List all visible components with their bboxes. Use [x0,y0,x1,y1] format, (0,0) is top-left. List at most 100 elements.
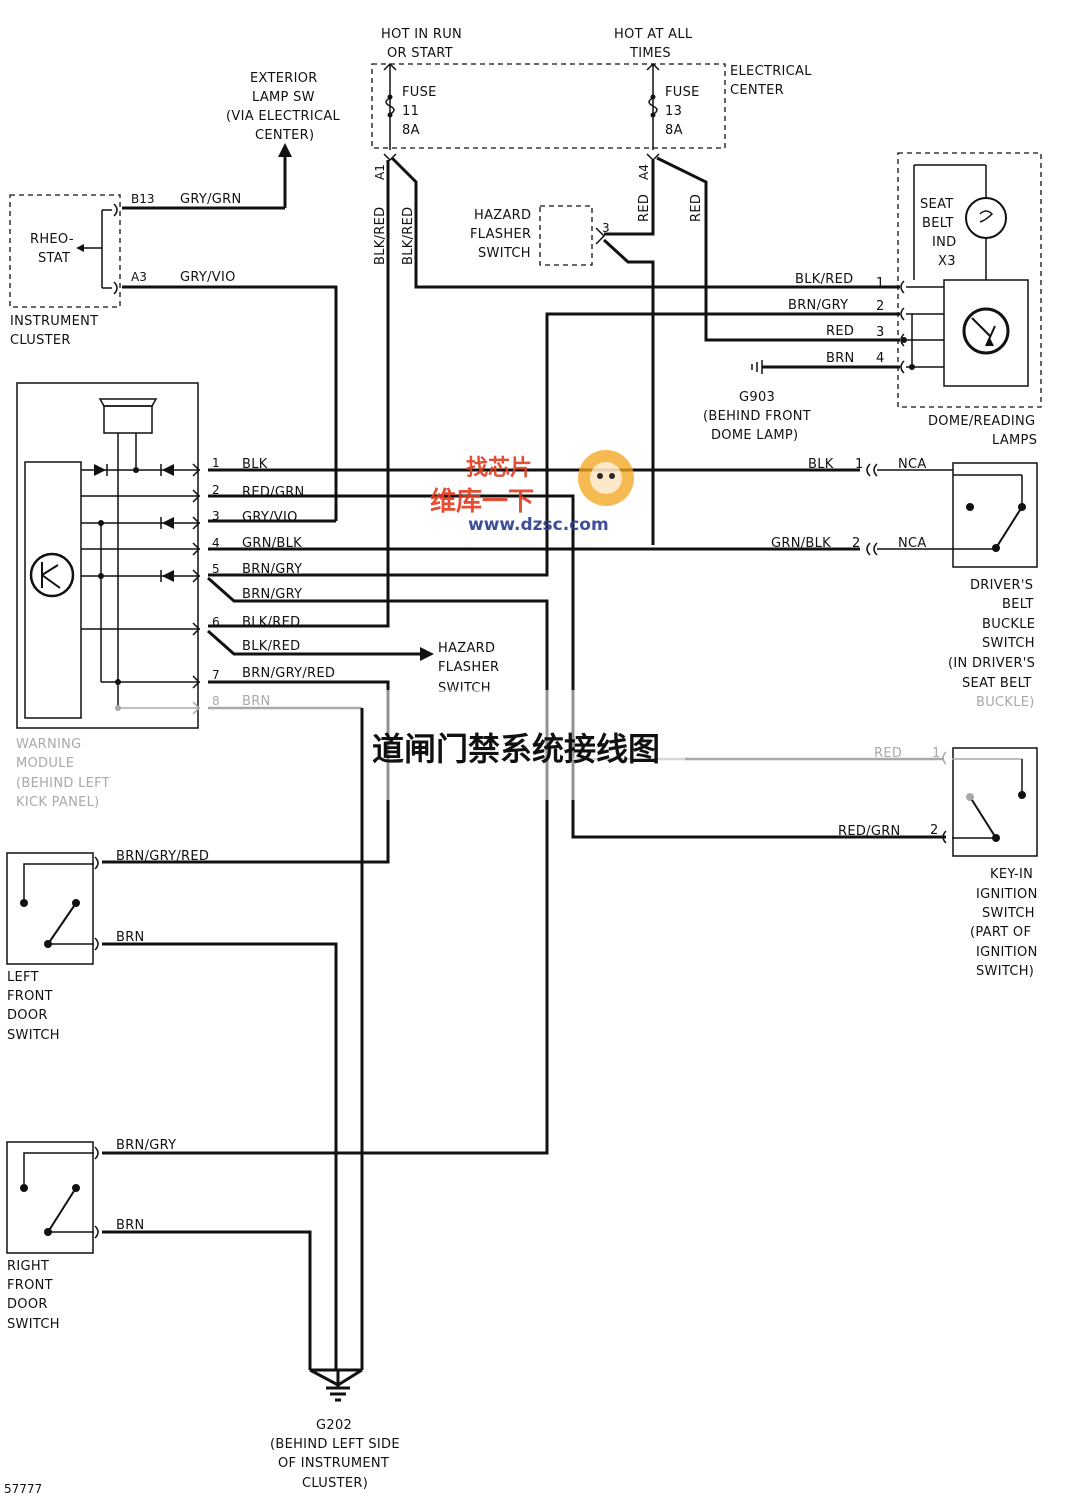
svg-text:2: 2 [876,299,885,314]
watermark-line1: 维库一下 [430,486,534,517]
hot-all-label-2: TIMES [629,46,671,61]
svg-text:LEFT: LEFT [7,970,39,985]
g202-ground: G202 (BEHIND LEFT SIDE OF INSTRUMENT CLU… [270,1368,400,1491]
svg-text:A3: A3 [131,270,147,284]
svg-text:X3: X3 [938,254,956,269]
svg-text:HAZARD: HAZARD [438,641,495,656]
svg-text:4: 4 [876,351,885,366]
page-title: 道闸门禁系统接线图 [372,730,660,768]
svg-text:G903: G903 [739,390,775,405]
dome-pin-4: BRN 4 [826,351,944,374]
svg-text:DOME/READING: DOME/READING [928,414,1035,429]
svg-text:8A: 8A [402,123,420,138]
svg-text:NCA: NCA [898,457,927,472]
g903-ground: G903 (BEHIND FRONT DOME LAMP) [703,360,900,443]
svg-text:OF INSTRUMENT: OF INSTRUMENT [278,1456,389,1471]
pin-a4-label: A4 [637,164,651,180]
svg-text:7: 7 [212,668,220,682]
svg-text:(BEHIND LEFT: (BEHIND LEFT [16,776,110,791]
svg-text:2: 2 [212,483,220,497]
svg-text:RHEO-: RHEO- [30,232,74,247]
module-pins: 1 2 3 4 5 6 7 8 [192,456,220,715]
svg-text:BRN/GRY/RED: BRN/GRY/RED [242,666,335,681]
svg-text:13: 13 [665,104,682,119]
hot-run-label-2: OR START [387,46,453,61]
svg-text:BLK/RED: BLK/RED [242,639,300,654]
svg-text:2: 2 [852,536,861,551]
svg-text:WARNING: WARNING [16,737,82,752]
key-in-ignition-switch: RED 1 RED/GRN 2 KEY-IN IGNITION SWITCH (… [573,746,1038,979]
svg-text:5: 5 [212,562,220,576]
hazard-flasher-switch-top: HAZARD FLASHER SWITCH 3 [470,205,610,266]
wire-brn-gry-dome [208,312,900,577]
svg-text:2: 2 [930,823,939,838]
svg-text:FUSE: FUSE [402,85,437,100]
svg-text:RED: RED [637,194,652,222]
svg-text:(IN DRIVER'S: (IN DRIVER'S [948,656,1035,671]
svg-text:KICK PANEL): KICK PANEL) [16,795,100,810]
diagram-code: 57777 [4,1482,42,1496]
watermark-line2: www.dzsc.com [468,515,609,535]
svg-text:SWITCH: SWITCH [7,1317,60,1332]
svg-text:RED: RED [826,324,854,339]
svg-text:(BEHIND LEFT SIDE: (BEHIND LEFT SIDE [270,1437,400,1452]
electrical-center-label-2: CENTER [730,83,784,98]
svg-text:8A: 8A [665,123,683,138]
svg-text:BRN/GRY: BRN/GRY [242,587,302,602]
svg-text:BUCKLE): BUCKLE) [976,695,1035,710]
svg-text:SWITCH: SWITCH [7,1028,60,1043]
wire-a3-label: GRY/VIO [180,270,236,285]
fuse-13: FUSE 13 8A [646,62,700,150]
svg-text:FRONT: FRONT [7,989,53,1004]
svg-text:GRN/BLK: GRN/BLK [771,536,831,551]
svg-text:BLK/RED: BLK/RED [373,207,388,265]
svg-text:BLK/RED: BLK/RED [795,272,853,287]
svg-text:IND: IND [932,235,956,250]
svg-text:RED/GRN: RED/GRN [242,485,305,500]
hot-all-label-1: HOT AT ALL [614,27,693,42]
svg-text:INSTRUMENT: INSTRUMENT [10,314,98,329]
svg-text:GRN/BLK: GRN/BLK [242,536,302,551]
svg-text:BLK: BLK [808,457,834,472]
svg-text:RED: RED [874,746,902,761]
svg-text:11: 11 [402,104,419,119]
power-wires: BLK/RED BLK/RED RED RED [208,156,900,628]
svg-text:(VIA ELECTRICAL: (VIA ELECTRICAL [226,109,341,124]
dome-pin-1: BLK/RED 1 [795,272,944,294]
svg-text:BLK/RED: BLK/RED [401,207,416,265]
svg-text:DOME LAMP): DOME LAMP) [711,428,798,443]
svg-text:SWITCH): SWITCH) [976,964,1034,979]
svg-text:SWITCH: SWITCH [982,906,1035,921]
svg-text:G202: G202 [316,1418,352,1433]
svg-text:(BEHIND FRONT: (BEHIND FRONT [703,409,811,424]
svg-text:FLASHER: FLASHER [470,227,531,242]
svg-text:3: 3 [602,221,610,235]
svg-text:4: 4 [212,536,220,550]
svg-text:FUSE: FUSE [665,85,700,100]
wire-b13-label: GRY/GRN [180,192,242,207]
svg-text:HAZARD: HAZARD [474,208,531,223]
svg-text:FRONT: FRONT [7,1278,53,1293]
watermark: 找芯片 维库一下 www.dzsc.com [430,450,634,535]
svg-text:BLK: BLK [242,457,268,472]
dome-reading-lamps: SEAT BELT IND X3 DOME/READING LAMPS BLK/… [788,152,1042,448]
svg-text:8: 8 [212,694,220,708]
svg-text:1: 1 [932,746,941,761]
svg-text:1: 1 [855,457,864,472]
svg-text:B13: B13 [131,192,155,206]
instrument-cluster: RHEO- STAT B13 A3 INSTRUMENT CLUSTER GRY… [9,192,338,521]
svg-text:3: 3 [212,509,220,523]
svg-text:FLASHER: FLASHER [438,660,499,675]
svg-text:BRN/GRY/RED: BRN/GRY/RED [116,849,209,864]
svg-text:NCA: NCA [898,536,927,551]
svg-text:BRN/GRY: BRN/GRY [242,562,302,577]
svg-text:BUCKLE: BUCKLE [982,617,1035,632]
dome-pin-3: RED 3 [826,324,944,347]
svg-text:CLUSTER): CLUSTER) [302,1476,368,1491]
electrical-center-label-1: ELECTRICAL [730,64,812,79]
svg-text:KEY-IN: KEY-IN [990,867,1033,882]
svg-text:1: 1 [876,276,885,291]
svg-text:DRIVER'S: DRIVER'S [970,578,1033,593]
svg-text:(PART OF: (PART OF [970,925,1031,940]
svg-text:1: 1 [212,456,220,470]
